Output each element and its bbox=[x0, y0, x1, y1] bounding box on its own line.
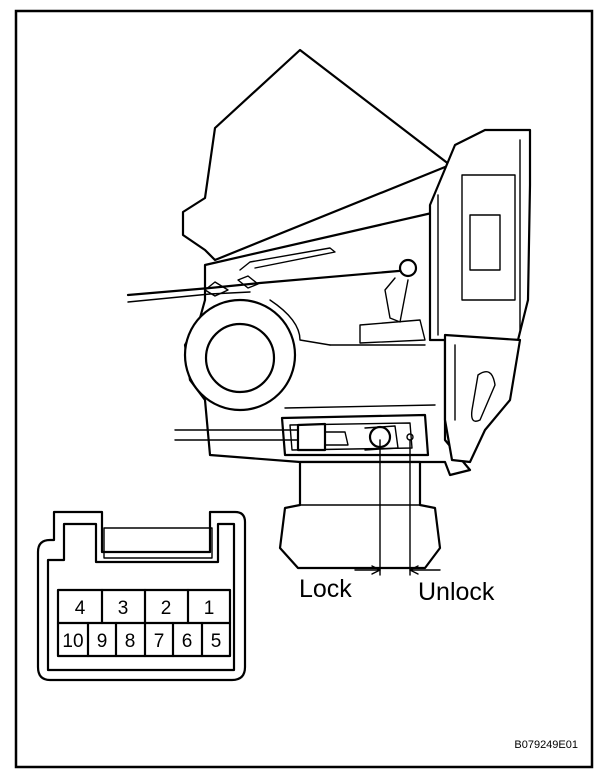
pin-6: 6 bbox=[182, 631, 193, 652]
pin-4: 4 bbox=[75, 598, 86, 619]
pin-9: 9 bbox=[97, 631, 108, 652]
pin-8: 8 bbox=[125, 631, 136, 652]
pin-2: 2 bbox=[161, 598, 172, 619]
unlock-label: Unlock bbox=[418, 578, 495, 606]
pin-1: 1 bbox=[204, 598, 215, 619]
figure-border bbox=[14, 9, 594, 769]
connector-face: 4 3 2 1 10 9 8 7 6 5 bbox=[36, 510, 247, 682]
door-lock-assembly bbox=[126, 48, 532, 576]
figure-code: B079249E01 bbox=[514, 739, 578, 751]
pin-3: 3 bbox=[118, 598, 129, 619]
pin-7: 7 bbox=[154, 631, 165, 652]
lock-label: Lock bbox=[299, 575, 352, 603]
pin-10: 10 bbox=[62, 631, 83, 652]
pin-5: 5 bbox=[211, 631, 222, 652]
